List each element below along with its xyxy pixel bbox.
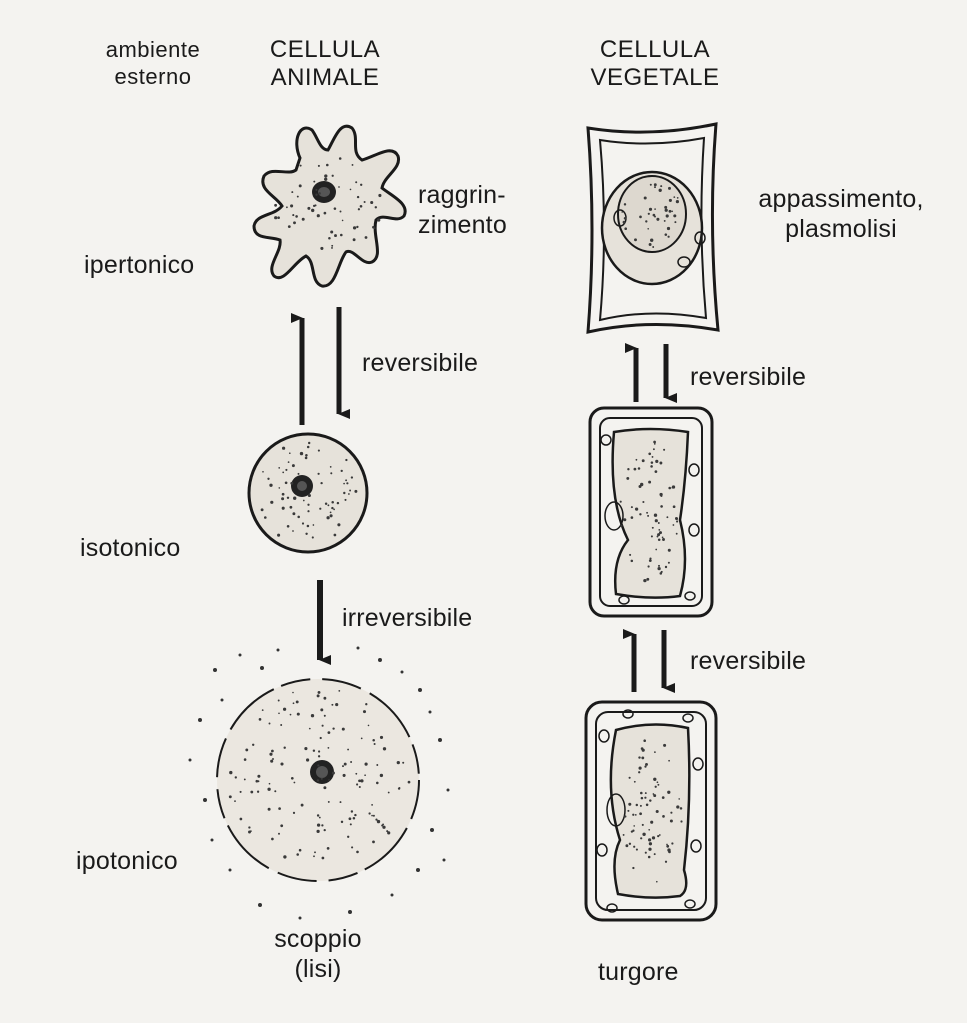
animal-hypotonic-result: scoppio (lisi) bbox=[248, 924, 388, 984]
env-hypertonic: ipertonico bbox=[84, 250, 194, 280]
plant-transition-reversible-1: reversibile bbox=[690, 362, 806, 392]
env-hypotonic: ipotonico bbox=[76, 846, 178, 876]
plant-cell-normal bbox=[590, 408, 712, 616]
plant-cell-plasmolysed bbox=[588, 124, 718, 332]
plant-hypotonic-result: turgore bbox=[598, 957, 679, 987]
animal-hypertonic-result: raggrin- zimento bbox=[418, 180, 507, 240]
animal-cell-normal bbox=[249, 434, 367, 552]
header-plant-cell: CELLULA VEGETALE bbox=[565, 36, 745, 92]
animal-cell-lysed bbox=[189, 647, 450, 920]
plant-hypertonic-result: appassimento, plasmolisi bbox=[726, 184, 956, 244]
animal-transition-reversible: reversibile bbox=[362, 348, 478, 378]
header-animal-cell: CELLULA ANIMALE bbox=[240, 36, 410, 92]
animal-transition-irreversible: irreversibile bbox=[342, 603, 472, 633]
plant-transition-reversible-2: reversibile bbox=[690, 646, 806, 676]
plant-cell-turgid bbox=[586, 702, 716, 920]
env-isotonic: isotonico bbox=[80, 533, 180, 563]
header-environment: ambiente esterno bbox=[78, 36, 228, 90]
